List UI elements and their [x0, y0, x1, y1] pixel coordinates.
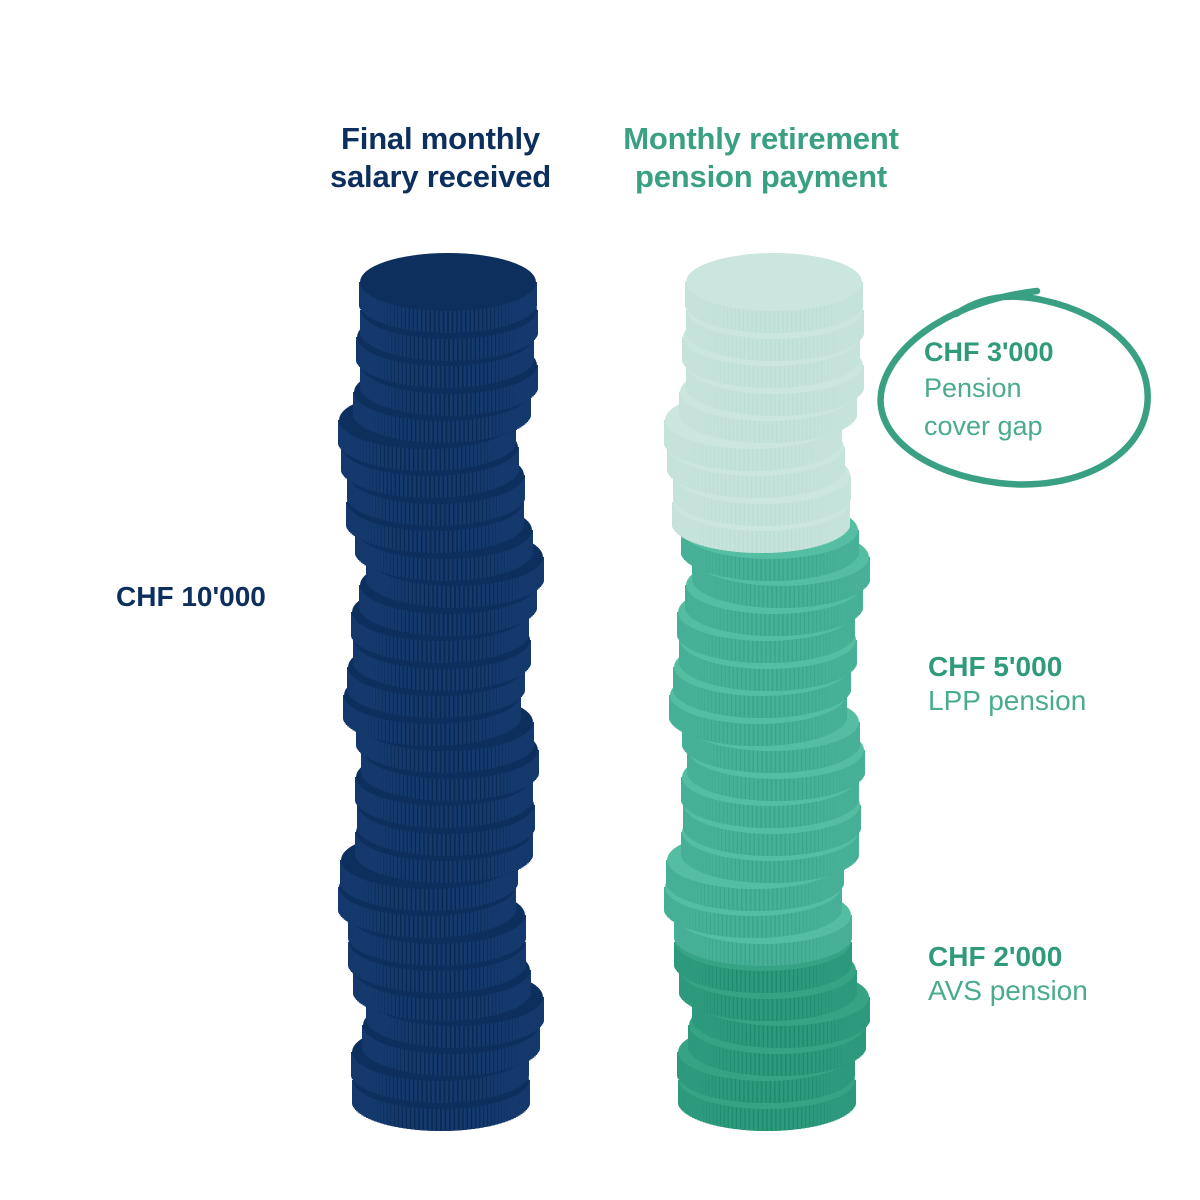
coin-stack-salary — [332, 252, 550, 1157]
coin-stack-pension — [658, 252, 876, 1157]
hand-drawn-ellipse-icon — [877, 287, 1151, 488]
lpp-amount-text: CHF 5'000 — [928, 651, 1063, 682]
coin — [359, 252, 537, 334]
avs-amount-text: CHF 2'000 — [928, 941, 1063, 972]
pension-cover-gap-callout: CHF 3'000 Pension cover gap — [866, 278, 1156, 493]
gap-amount-text: CHF 3'000 — [924, 337, 1054, 367]
gap-callout-text: CHF 3'000 Pension cover gap — [924, 335, 1124, 445]
heading-final-monthly-salary: Final monthly salary received — [329, 121, 552, 194]
lpp-desc-text: LPP pension — [928, 685, 1087, 716]
label-avs-pension: CHF 2'000 AVS pension — [928, 940, 1088, 1008]
label-salary-amount: CHF 10'000 — [116, 580, 266, 614]
label-lpp-pension: CHF 5'000 LPP pension — [928, 650, 1086, 718]
avs-desc-text: AVS pension — [928, 975, 1088, 1006]
coin — [685, 252, 863, 334]
salary-amount-text: CHF 10'000 — [116, 581, 266, 612]
gap-desc-text: Pension cover gap — [924, 373, 1043, 441]
heading-monthly-retirement-pension: Monthly retirement pension payment — [623, 121, 899, 194]
